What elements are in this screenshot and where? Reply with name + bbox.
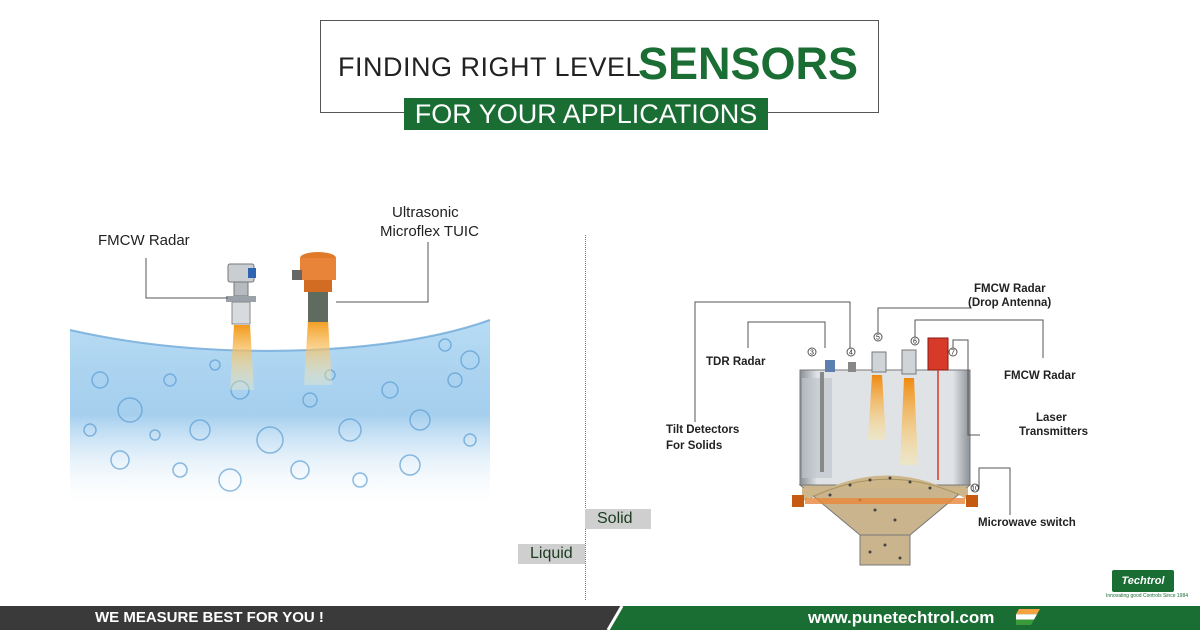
label-tilt-1: Tilt Detectors — [666, 424, 740, 436]
silo-illustration: 3 4 5 6 7 10 — [694, 301, 1044, 566]
label-fmcw-drop-1: FMCW Radar — [974, 283, 1046, 295]
footer-website-link[interactable]: www.punetechtrol.com — [808, 608, 995, 627]
label-tdr-radar: TDR Radar — [706, 356, 766, 368]
footer-divider-slant — [600, 606, 630, 630]
techtrol-logo — [1112, 570, 1174, 592]
label-fmcw-drop-2: (Drop Antenna) — [968, 297, 1052, 309]
fmcw-radar-sensor-icon — [226, 263, 256, 325]
svg-text:5: 5 — [876, 335, 880, 342]
title-highlight: SENSORS — [638, 38, 859, 89]
title-line2: FOR YOUR APPLICATIONS — [414, 99, 758, 129]
liquid-illustration — [69, 242, 491, 510]
label-ultrasonic: Ultrasonic — [392, 204, 459, 221]
fmcw-beam — [230, 325, 254, 390]
svg-text:7: 7 — [951, 350, 955, 357]
section-divider — [585, 235, 586, 600]
label-microwave-switch: Microwave switch — [978, 517, 1076, 529]
title-line1: FINDING RIGHT LEVEL — [338, 52, 642, 82]
title-line2-background — [404, 98, 768, 130]
label-tilt-2: For Solids — [666, 440, 723, 452]
footer-right-bar — [626, 606, 1200, 630]
bubbles — [83, 338, 480, 492]
ultrasonic-beam — [304, 320, 332, 385]
svg-text:6: 6 — [913, 339, 917, 346]
logo-subtitle: Innovating good Controls Since 1984 — [1106, 593, 1189, 599]
water-surface — [70, 320, 490, 510]
svg-text:3: 3 — [810, 350, 814, 357]
solid-tag: Solid — [585, 509, 651, 529]
svg-text:4: 4 — [849, 350, 853, 357]
label-ultrasonic-model: Microflex TUIC — [380, 223, 479, 240]
ultrasonic-sensor-icon — [292, 252, 336, 322]
svg-text:10: 10 — [971, 486, 979, 493]
label-fmcw-radar-solid: FMCW Radar — [1004, 370, 1076, 382]
logo-name: Techtrol — [1121, 575, 1165, 587]
footer-tagline: WE MEASURE BEST FOR YOU ! — [95, 609, 324, 626]
label-laser-1: Laser — [1036, 412, 1067, 424]
footer-left-bar — [0, 606, 620, 630]
label-laser-2: Transmitters — [1019, 426, 1089, 438]
liquid-tag: Liquid — [518, 544, 585, 564]
label-fmcw-radar: FMCW Radar — [98, 232, 190, 249]
india-flag-icon — [1016, 609, 1040, 625]
